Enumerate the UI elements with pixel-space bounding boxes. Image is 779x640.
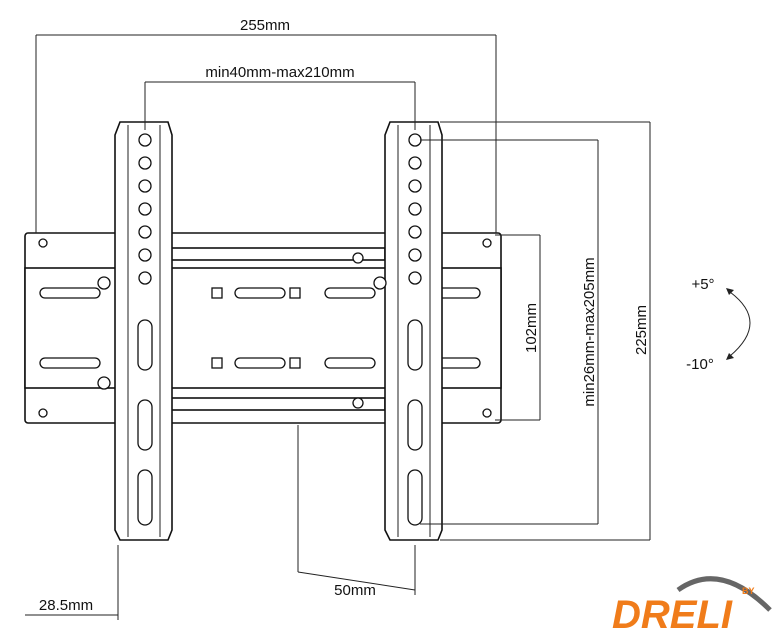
depth-offset-label: 50mm	[334, 582, 376, 599]
dimension-lines	[25, 34, 751, 620]
bracket-hole	[138, 179, 152, 193]
bracket-hole	[138, 133, 152, 147]
bracket-hole	[138, 248, 152, 262]
logo-brand: DRELI	[612, 593, 733, 637]
bracket-hole	[138, 202, 152, 216]
dreli-logo: DRELI BY	[612, 576, 772, 637]
bracket-hole	[408, 156, 422, 170]
rail-height-label: 102mm	[523, 303, 540, 353]
left-bracket	[97, 121, 173, 541]
bracket-hole	[408, 179, 422, 193]
bracket-hole	[408, 271, 422, 285]
horizontal-spacing-label: min40mm-max210mm	[205, 64, 354, 81]
bracket-hole	[408, 202, 422, 216]
bracket-hole	[408, 225, 422, 239]
logo-by: BY	[742, 586, 755, 596]
vertical-spacing-label: min26mm-max205mm	[581, 257, 598, 406]
overall-height-label: 225mm	[633, 305, 650, 355]
bracket-hole	[138, 225, 152, 239]
wall-distance-label: 28.5mm	[39, 597, 93, 614]
bracket-hole	[138, 156, 152, 170]
tilt-down-label: -10°	[686, 356, 714, 373]
bracket-hole	[138, 271, 152, 285]
bracket-hole	[408, 133, 422, 147]
overall-width-label: 255mm	[240, 17, 290, 34]
bracket-hole	[408, 248, 422, 262]
tilt-up-label: +5°	[691, 276, 714, 293]
right-bracket	[352, 121, 443, 541]
